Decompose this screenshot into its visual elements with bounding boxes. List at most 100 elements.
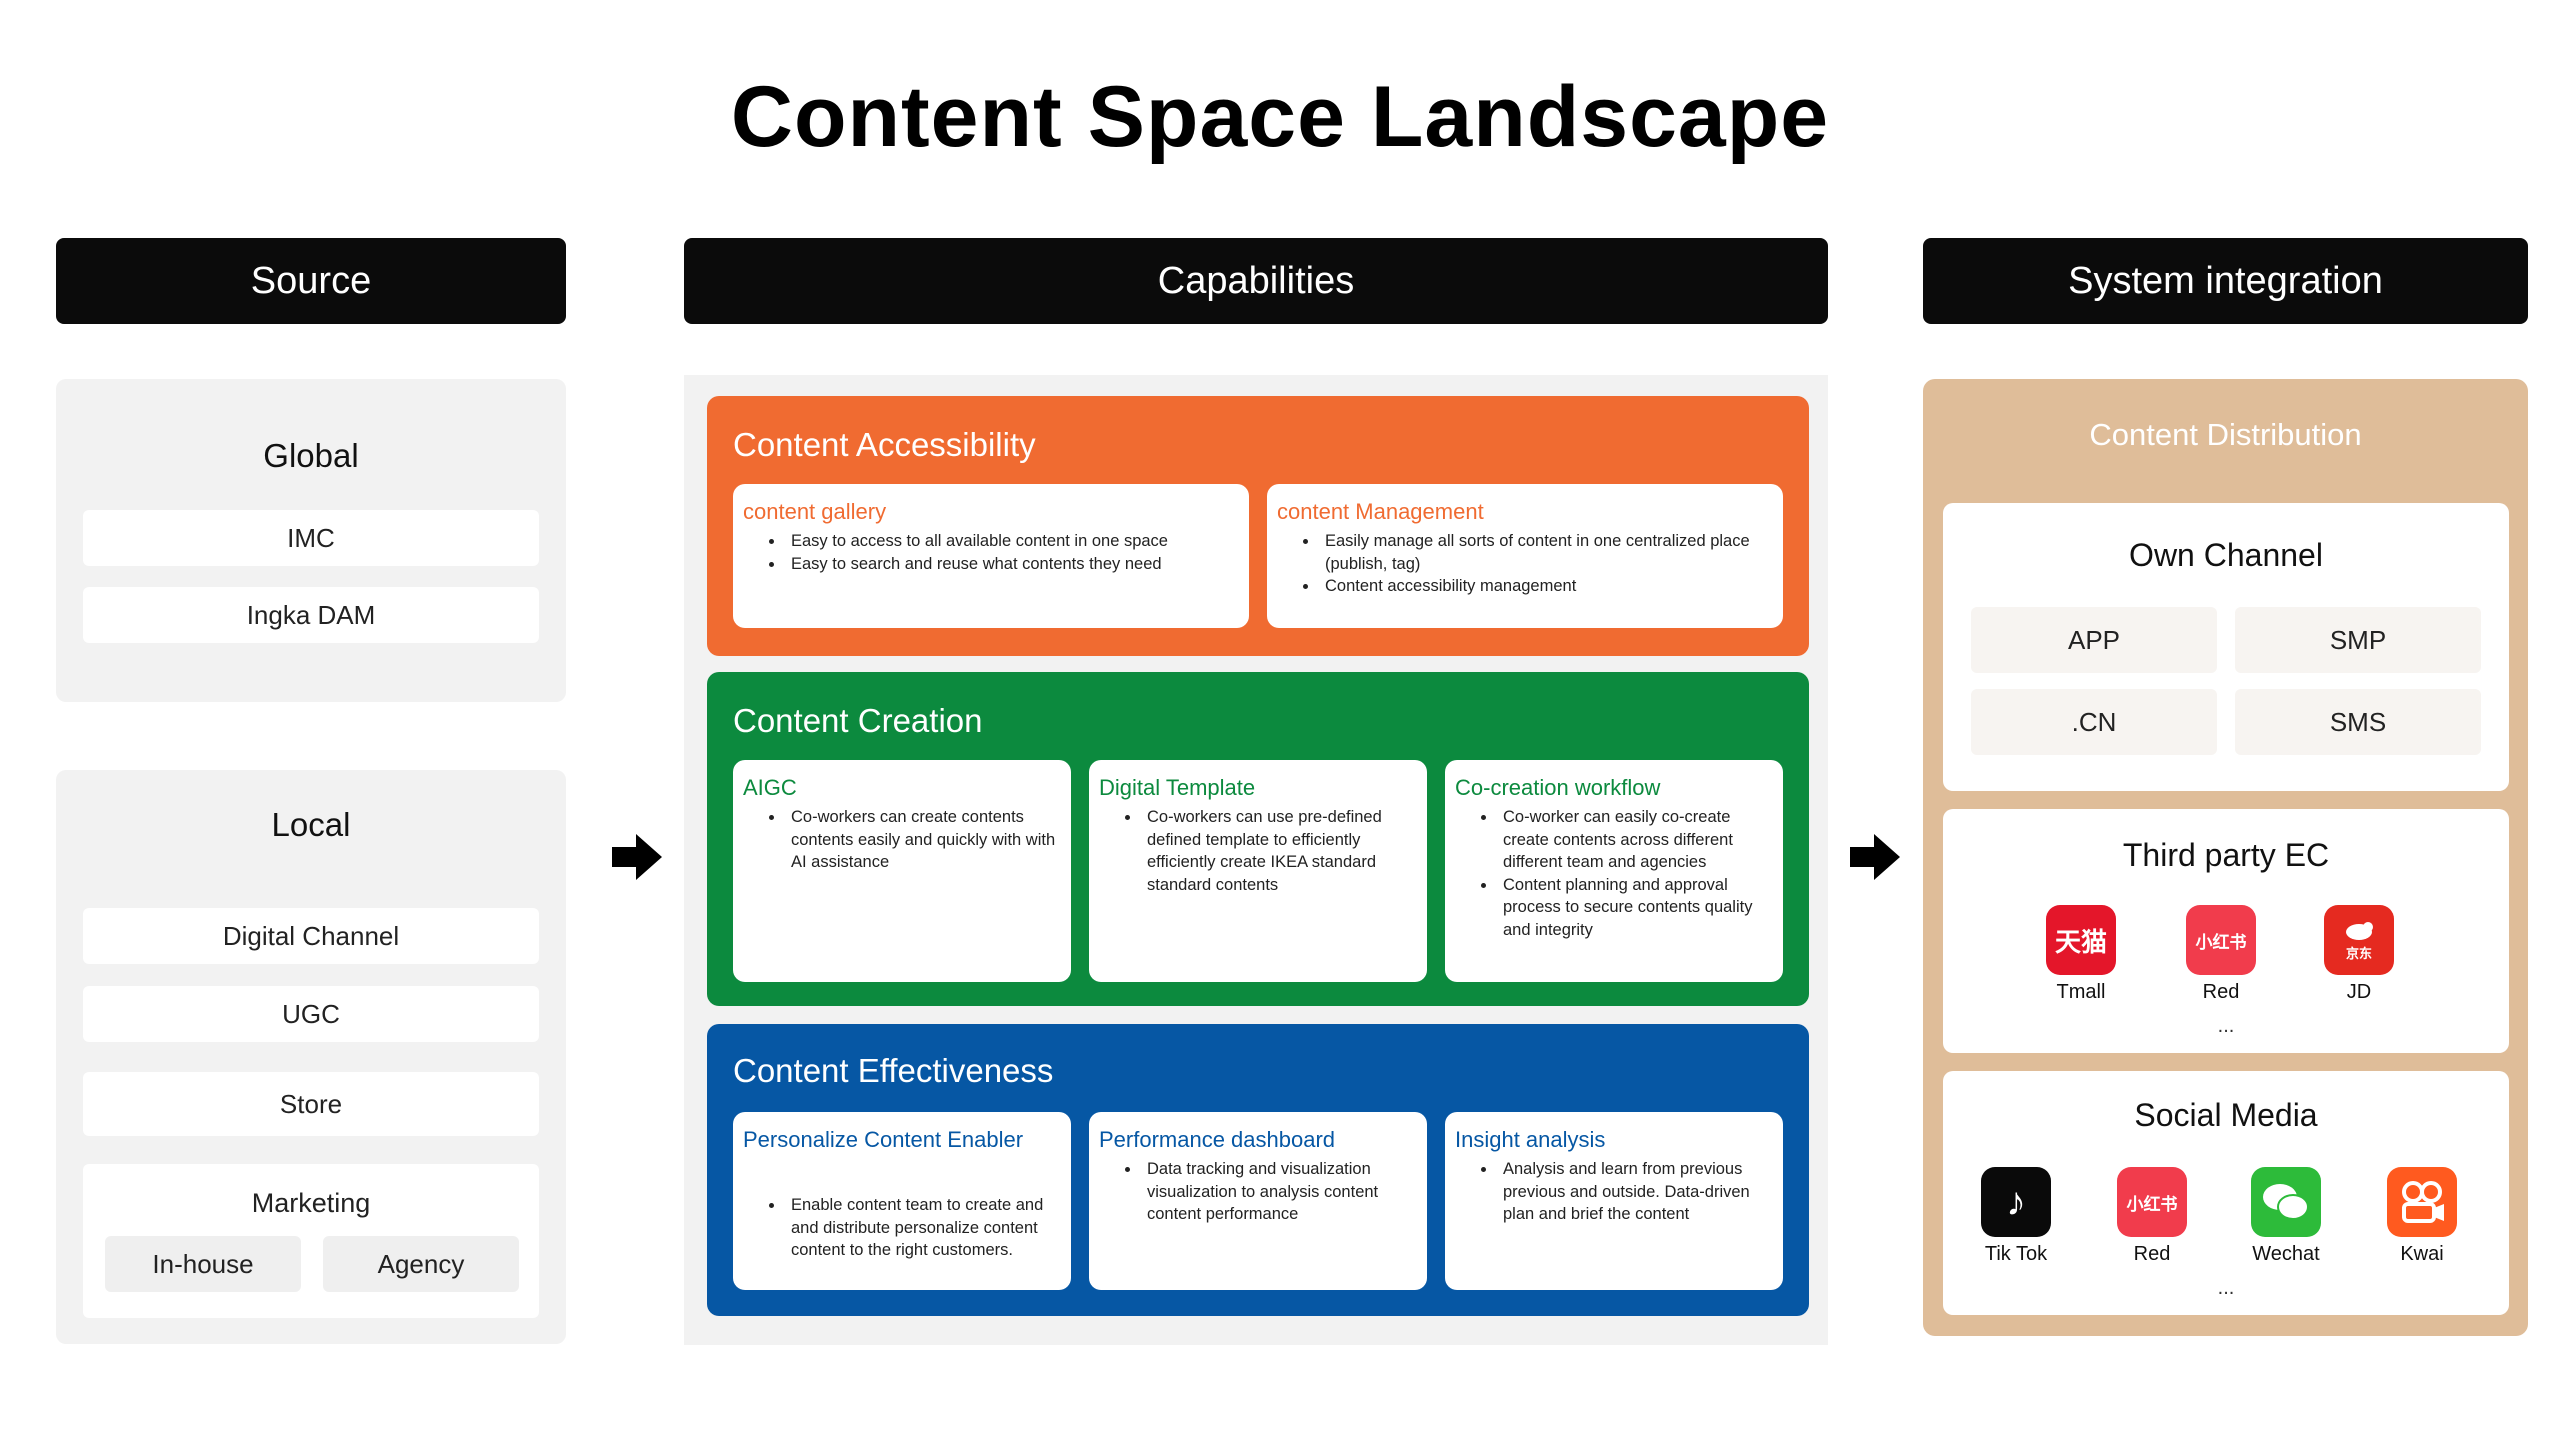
card-bullet: Enable content team to create and and di… (785, 1194, 1061, 1262)
more-ellipsis: ... (2217, 1015, 2235, 1037)
system-integration-header-label: System integration (2068, 259, 2383, 302)
third-party-ec-card: Third party EC 天猫 Tmall 小红书 Red 京东 JD ..… (1943, 809, 2509, 1053)
capabilities-header-label: Capabilities (1157, 259, 1355, 302)
marketing-in-house: In-house (105, 1236, 301, 1292)
card-bullets: Analysis and learn from previous previou… (1455, 1158, 1773, 1226)
aigc-card: AIGC Co-workers can create contents cont… (733, 760, 1071, 982)
jd-glyph: 京东 (2345, 945, 2372, 961)
app-label: Tmall (2056, 981, 2106, 1003)
channel-label: APP (2067, 624, 2121, 655)
card-title: Digital Template (1099, 775, 1256, 800)
red-icon: 小红书 (2186, 905, 2256, 975)
tmall-icon: 天猫 (2046, 905, 2116, 975)
card-title: content Management (1277, 499, 1484, 524)
card-bullets: Co-workers can use pre-defined defined t… (1099, 806, 1417, 896)
app-label: Kwai (2400, 1243, 2444, 1265)
card-title: Personalize Content Enabler (743, 1127, 1024, 1152)
content-distribution-panel: Content Distribution Own Channel APP SMP… (1923, 379, 2528, 1336)
kwai-camera (2402, 1181, 2444, 1223)
marketing-subitem-label: Agency (377, 1248, 465, 1279)
app-red: 小红书 Red (2166, 905, 2276, 1004)
channel-label: SMP (2329, 624, 2387, 655)
card-bullets: Co-workers can create contents contents … (743, 806, 1061, 874)
app-label: Wechat (2252, 1243, 2320, 1265)
personalize-content-enabler-card: Personalize Content Enabler Enable conte… (733, 1112, 1071, 1290)
app-kwai: Kwai (2367, 1167, 2477, 1266)
content-creation-title: Content Creation (733, 702, 983, 739)
app-red: 小红书 Red (2097, 1167, 2207, 1266)
card-bullets: Co-worker can easily co-create create co… (1455, 806, 1773, 941)
app-label: Red (2133, 1243, 2171, 1265)
global-source-panel: Global IMC Ingka DAM (56, 379, 566, 702)
card-bullet: Easy to search and reuse what contents t… (785, 553, 1239, 576)
tiktok-icon: ♪ (1981, 1167, 2051, 1237)
card-bullet: Analysis and learn from previous previou… (1497, 1158, 1773, 1226)
system-integration-header: System integration (1923, 238, 2528, 324)
source-item-ugc: UGC (83, 986, 539, 1042)
source-header: Source (56, 238, 566, 324)
red-icon: 小红书 (2117, 1167, 2187, 1237)
channel-app: APP (1971, 607, 2217, 673)
card-bullets: Enable content team to create and and di… (743, 1194, 1061, 1262)
app-tiktok: ♪ Tik Tok (1961, 1167, 2071, 1266)
card-title: Performance dashboard (1099, 1127, 1336, 1152)
card-bullet: Content planning and approval process to… (1497, 874, 1773, 942)
arrow-right-icon (1850, 834, 1900, 880)
channel-sms: SMS (2235, 689, 2481, 755)
channel-label: .CN (2071, 706, 2117, 737)
source-item-label: UGC (282, 998, 340, 1029)
digital-template-card: Digital Template Co-workers can use pre-… (1089, 760, 1427, 982)
page-title: Content Space Landscape (730, 69, 1830, 165)
arrow-right-icon (612, 834, 662, 880)
content-accessibility-title: Content Accessibility (733, 426, 1036, 463)
card-title: Co-creation workflow (1455, 775, 1661, 800)
insight-analysis-card: Insight analysis Analysis and learn from… (1445, 1112, 1783, 1290)
content-gallery-card: content gallery Easy to access to all av… (733, 484, 1249, 628)
card-bullet: Co-workers can use pre-defined defined t… (1141, 806, 1417, 896)
content-creation-band: Content Creation AIGC Co-workers can cre… (707, 672, 1809, 1006)
marketing-agency: Agency (323, 1236, 519, 1292)
source-item-label: IMC (287, 522, 335, 553)
global-title: Global (263, 437, 359, 474)
third-party-ec-title: Third party EC (2122, 837, 2330, 873)
source-item-label: Digital Channel (222, 920, 400, 951)
channel-smp: SMP (2235, 607, 2481, 673)
local-source-panel: Local Digital Channel UGC Store Marketin… (56, 770, 566, 1344)
channel-label: SMS (2329, 706, 2387, 737)
capabilities-header: Capabilities (684, 238, 1828, 324)
own-channel-card: Own Channel APP SMP .CN SMS (1943, 503, 2509, 791)
card-bullet: Co-worker can easily co-create create co… (1497, 806, 1773, 874)
app-label: Red (2202, 981, 2240, 1003)
channel-cn: .CN (1971, 689, 2217, 755)
performance-dashboard-card: Performance dashboard Data tracking and … (1089, 1112, 1427, 1290)
card-title: Insight analysis (1455, 1127, 1606, 1152)
source-header-label: Source (250, 259, 372, 302)
marketing-subitem-label: In-house (152, 1248, 254, 1279)
card-bullet: Data tracking and visualization visualiz… (1141, 1158, 1417, 1226)
app-wechat: Wechat (2231, 1167, 2341, 1266)
kwai-icon (2387, 1167, 2457, 1237)
local-title: Local (271, 806, 351, 843)
source-item-label: Store (279, 1088, 343, 1119)
content-distribution-title: Content Distribution (2089, 417, 2362, 452)
app-label: Tik Tok (1984, 1243, 2048, 1265)
card-bullet: Easy to access to all available content … (785, 530, 1239, 553)
social-media-card: Social Media ♪ Tik Tok 小红书 Red Wechat (1943, 1071, 2509, 1315)
more-ellipsis: ... (2217, 1277, 2235, 1299)
source-item-ingka-dam: Ingka DAM (83, 587, 539, 643)
source-item-digital-channel: Digital Channel (83, 908, 539, 964)
source-item-label: Ingka DAM (246, 599, 376, 630)
marketing-title: Marketing (251, 1188, 371, 1218)
co-creation-workflow-card: Co-creation workflow Co-worker can easil… (1445, 760, 1783, 982)
marketing-group: Marketing In-house Agency (83, 1164, 539, 1318)
app-label: JD (2346, 981, 2372, 1003)
card-bullets: Easily manage all sorts of content in on… (1277, 530, 1773, 598)
card-bullet: Content accessibility management (1319, 575, 1773, 598)
card-bullet: Easily manage all sorts of content in on… (1319, 530, 1773, 575)
own-channel-title: Own Channel (2129, 537, 2323, 573)
content-effectiveness-band: Content Effectiveness Personalize Conten… (707, 1024, 1809, 1316)
social-media-title: Social Media (2134, 1097, 2318, 1133)
jd-icon: 京东 (2324, 905, 2394, 975)
wechat-bubbles (2263, 1184, 2309, 1220)
app-jd: 京东 JD (2304, 905, 2414, 1004)
